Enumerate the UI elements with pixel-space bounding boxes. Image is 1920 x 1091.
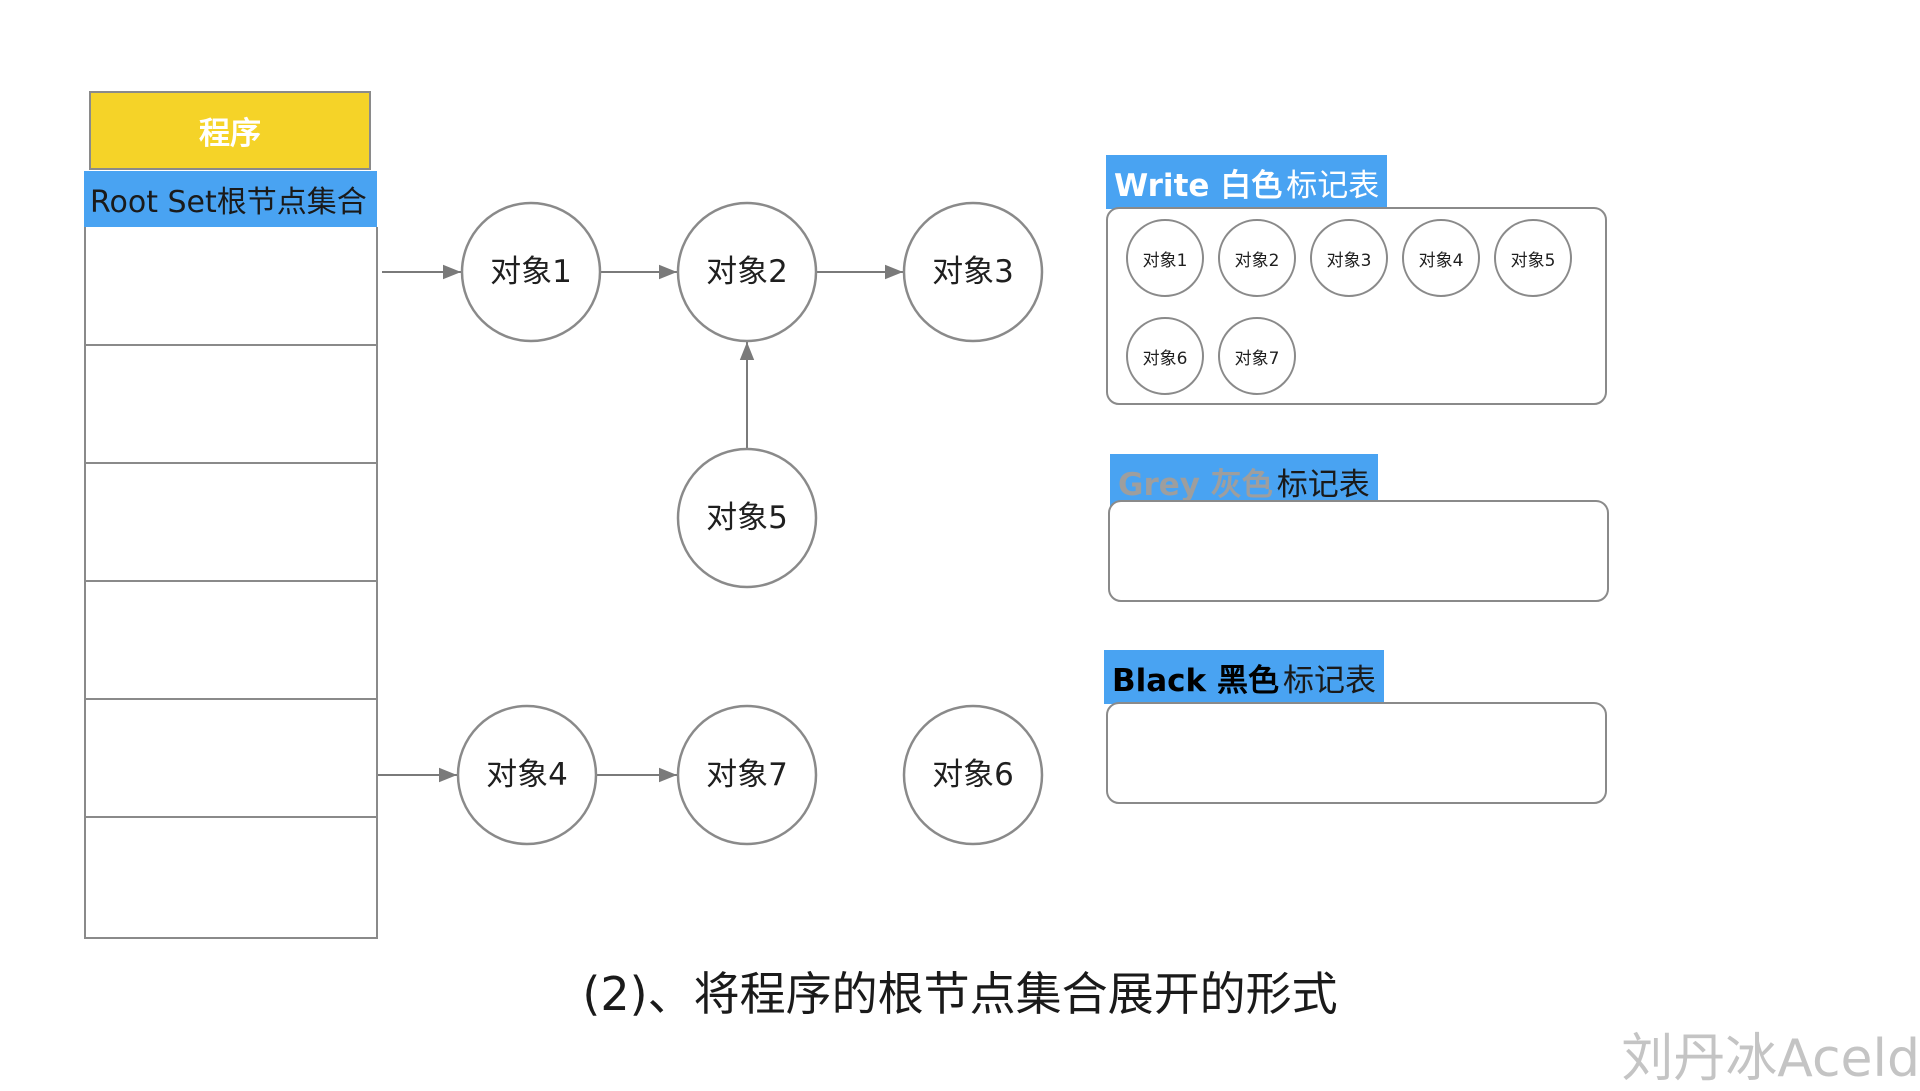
object-node-circle	[460, 201, 602, 343]
object-node: 对象4	[456, 704, 598, 846]
object-node: 对象6	[902, 704, 1044, 846]
object-node-circle	[676, 447, 818, 589]
white-item: 对象3	[1310, 219, 1388, 297]
object-node-circle	[676, 704, 818, 846]
object-node: 对象3	[902, 201, 1044, 343]
white-item: 对象1	[1126, 219, 1204, 297]
white-table-suffix: 标记表	[1286, 167, 1380, 204]
black-table-tab: Black 黑色 标记表	[1104, 650, 1384, 704]
object-node-circle	[676, 201, 818, 343]
grey-table-tab: Grey 灰色 标记表	[1110, 454, 1378, 508]
white-item: 对象6	[1126, 317, 1204, 395]
white-mark-table: 对象1 对象2 对象3 对象4 对象5 对象6 对象7	[1106, 207, 1607, 405]
rootset-slot	[86, 462, 376, 464]
white-item-label: 对象5	[1510, 250, 1556, 271]
grey-table-color-word: Grey 灰色	[1118, 466, 1273, 503]
object-node-label: 对象6	[932, 757, 1014, 793]
rootset-slot	[86, 816, 376, 818]
rootset-title: Root Set根节点集合	[90, 185, 367, 220]
grey-table-suffix: 标记表	[1276, 466, 1370, 503]
rootset-header: Root Set根节点集合	[84, 171, 377, 227]
object-node-label: 对象2	[706, 254, 788, 290]
object-node-circle	[902, 201, 1044, 343]
white-item: 对象5	[1494, 219, 1572, 297]
object-node-label: 对象1	[490, 254, 572, 290]
program-label-text: 程序	[199, 116, 261, 152]
white-item: 对象7	[1218, 317, 1296, 395]
white-item-label: 对象2	[1234, 250, 1280, 271]
white-item: 对象2	[1218, 219, 1296, 297]
grey-mark-table	[1108, 500, 1609, 602]
program-label: 程序	[89, 91, 371, 170]
white-item-label: 对象7	[1234, 348, 1280, 369]
rootset-slot	[86, 580, 376, 582]
white-item-label: 对象3	[1326, 250, 1372, 271]
white-item: 对象4	[1402, 219, 1480, 297]
white-table-tab: Write 白色 标记表	[1106, 155, 1388, 209]
black-table-color-word: Black 黑色	[1112, 662, 1279, 699]
white-item-label: 对象1	[1142, 250, 1188, 271]
object-node: 对象1	[460, 201, 602, 343]
white-item-label: 对象6	[1142, 348, 1188, 369]
black-table-suffix: 标记表	[1282, 662, 1376, 699]
rootset-column	[84, 227, 378, 939]
white-table-color-word: Write 白色	[1114, 167, 1283, 204]
nodes-layer: 对象1 对象2 对象3 对象5 对象4 对象7 对象6	[456, 201, 1044, 846]
object-node-label: 对象5	[706, 500, 788, 536]
edges-layer	[378, 264, 903, 783]
rootset-slot	[86, 344, 376, 346]
black-mark-table	[1106, 702, 1607, 804]
object-node: 对象5	[676, 447, 818, 589]
object-node: 对象2	[676, 201, 818, 343]
white-item-label: 对象4	[1418, 250, 1464, 271]
object-node-label: 对象4	[486, 757, 568, 793]
watermark: 刘丹冰Aceld	[1621, 1029, 1920, 1089]
rootset-slot	[86, 698, 376, 700]
object-node-label: 对象3	[932, 254, 1014, 290]
object-node-label: 对象7	[706, 757, 788, 793]
caption: (2)、将程序的根节点集合展开的形式	[582, 967, 1338, 1021]
object-node-circle	[456, 704, 598, 846]
object-node-circle	[902, 704, 1044, 846]
object-node: 对象7	[676, 704, 818, 846]
